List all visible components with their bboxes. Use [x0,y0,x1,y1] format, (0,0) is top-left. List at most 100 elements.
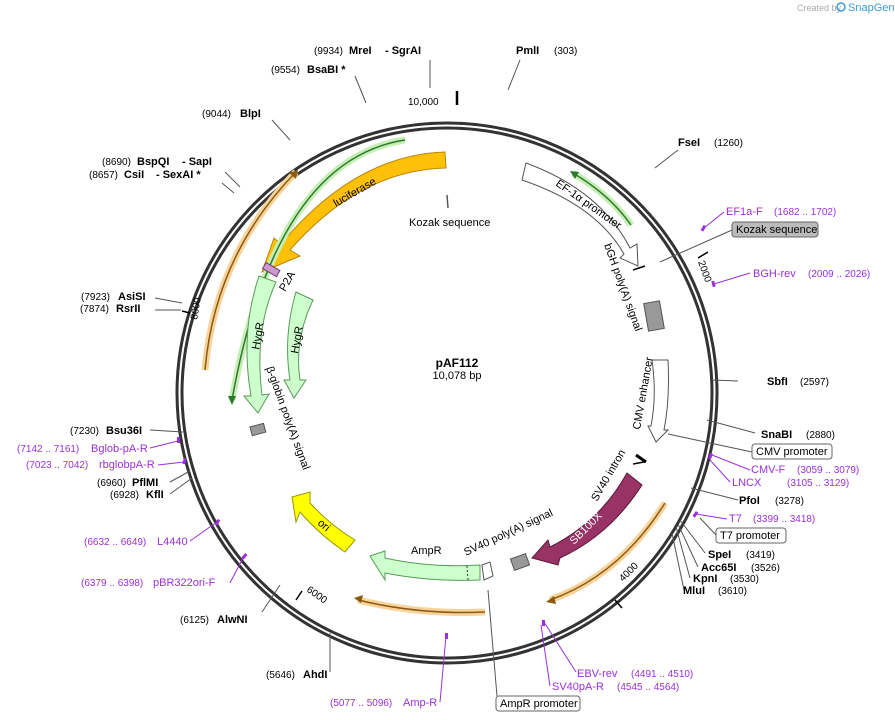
ampr-translation-arc [354,595,486,616]
svg-text:BsaBI *: BsaBI * [307,64,346,76]
feature-hygr-small[interactable]: HygR [283,291,314,399]
site-pfoi[interactable]: PfoI (3278) [739,495,804,507]
primer-rbglobpa-r[interactable]: (7023 .. 7042) rbglobpA-R [26,459,155,471]
feature-cmv-enhancer[interactable]: CMV enhancer [631,356,670,443]
backbone-inner-ring [180,126,714,660]
primer-sv40pa-r[interactable]: SV40pA-R (4545 .. 4564) [552,681,679,693]
site-sbfi[interactable]: SbfI (2597) [767,376,829,388]
site-blpi[interactable]: (9044) BlpI [202,108,261,120]
tick-6000: 6000 [295,584,329,606]
feature-luciferase[interactable]: luciferase [261,151,447,273]
tick-8000: 8000 [181,296,204,321]
ampr-promoter-box-leader [487,589,498,697]
svg-text:(6960): (6960) [97,478,126,489]
svg-text:(6632 .. 6649): (6632 .. 6649) [84,537,146,548]
primer-leader-lines [149,211,751,703]
svg-text:T7 promoter: T7 promoter [720,530,780,542]
svg-text:PfoI: PfoI [739,495,760,507]
kozak-box-leader [659,229,733,263]
site-ahdi[interactable]: (5646) AhdI [266,669,327,681]
cmv-box-leader [667,433,753,453]
svg-text:L4440: L4440 [157,536,188,548]
tick-2000: 2000 [695,251,713,284]
svg-text:(6379 .. 6398): (6379 .. 6398) [81,578,143,589]
svg-text:AlwNI: AlwNI [217,614,248,626]
ef1a-primer-arc [570,169,634,228]
svg-text:FseI: FseI [678,137,700,149]
svg-text:- SexAI *: - SexAI * [156,169,201,181]
svg-text:HygR: HygR [250,321,267,350]
site-snabi[interactable]: SnaBI (2880) [761,429,835,441]
bgh-small-mark [632,265,646,271]
primer-amp-r[interactable]: (5077 .. 5096) Amp-R [330,697,437,709]
svg-text:MluI: MluI [683,585,705,597]
site-bspqi-sapi[interactable]: (8690) BspQI - SapI [102,156,212,168]
svg-text:(3278): (3278) [775,496,804,507]
svg-text:SbfI: SbfI [767,376,788,388]
svg-text:CsiI: CsiI [124,169,144,181]
site-kfli[interactable]: (6928) KflI [110,489,164,501]
site-bsabi[interactable]: (9554) BsaBI * [271,64,346,76]
primer-bglob-pa-r[interactable]: (7142 .. 7161) Bglob-pA-R [17,443,148,455]
primer-t7[interactable]: T7 (3399 .. 3418) [729,513,815,525]
site-mlui[interactable]: MluI (3610) [683,585,747,597]
feature-hygr-large[interactable]: HygR [242,275,277,414]
box-ampr-promoter[interactable]: AmpR promoter [495,695,581,712]
svg-text:- SgrAI: - SgrAI [385,45,421,57]
box-cmv-promoter[interactable]: CMV promoter [751,443,833,460]
site-pmli[interactable]: PmlI (303) [516,45,577,57]
svg-text:(3399 .. 3418): (3399 .. 3418) [753,514,815,525]
site-asisi[interactable]: (7923) AsiSI [81,291,146,303]
primer-ef1a-f[interactable]: EF1a-F (1682 .. 1702) [726,206,836,218]
svg-text:CMV promoter: CMV promoter [756,446,828,458]
svg-text:AmpR promoter: AmpR promoter [500,698,578,710]
svg-text:2000: 2000 [695,259,713,284]
svg-text:pBR322ori-F: pBR322ori-F [153,577,216,589]
plasmid-length: 10,078 bp [433,370,482,382]
svg-text:(7230): (7230) [70,426,99,437]
snapgene-brand: SnapGene [848,2,895,14]
svg-text:(9934): (9934) [314,46,343,57]
box-t7-promoter[interactable]: T7 promoter [715,527,787,544]
primer-ebv-rev[interactable]: EBV-rev (4491 .. 4510) [577,668,693,680]
svg-text:(3059 .. 3079): (3059 .. 3079) [797,465,859,476]
site-rsrii[interactable]: (7874) RsrII [80,303,140,315]
primer-lncx[interactable]: LNCX (3105 .. 3129) [732,477,849,489]
backbone-outer-ring [175,121,719,665]
feature-ampr[interactable]: AmpR [369,545,481,582]
feature-kozak-sequence[interactable]: Kozak sequence [409,194,490,229]
svg-text:Acc65I: Acc65I [701,562,736,574]
svg-text:6000: 6000 [304,584,329,606]
site-fsei[interactable]: FseI (1260) [678,137,743,149]
site-bsu36i[interactable]: (7230) Bsu36I [70,425,142,437]
svg-text:- SapI: - SapI [182,156,212,168]
svg-text:EBV-rev: EBV-rev [577,668,618,680]
site-acc65i[interactable]: Acc65I (3526) [701,562,780,574]
svg-text:(3419): (3419) [746,550,775,561]
svg-text:Amp-R: Amp-R [403,697,437,709]
svg-text:(4491 .. 4510): (4491 .. 4510) [631,669,693,680]
site-kpni[interactable]: KpnI (3530) [693,573,759,585]
svg-text:KflI: KflI [146,489,164,501]
svg-text:Bglob-pA-R: Bglob-pA-R [91,443,148,455]
svg-text:HygR: HygR [289,325,306,354]
primer-pbr322ori-f[interactable]: (6379 .. 6398) pBR322ori-F [81,577,216,589]
svg-text:10,000: 10,000 [408,97,439,108]
svg-text:BspQI: BspQI [137,156,169,168]
primer-cmv-f[interactable]: CMV-F (3059 .. 3079) [751,464,859,476]
svg-text:P2A: P2A [277,269,298,294]
svg-text:(9554): (9554) [271,65,300,76]
site-mrei-sgrai[interactable]: (9934) MreI - SgrAI [314,45,421,57]
box-kozak-sequence[interactable]: Kozak sequence [731,221,819,238]
svg-text:CMV-F: CMV-F [751,464,786,476]
feature-ori[interactable]: ori [291,491,356,553]
site-csii-sexai[interactable]: (8657) CsiI - SexAI * [89,169,201,181]
site-spei[interactable]: SpeI (3419) [708,549,775,561]
svg-text:LNCX: LNCX [732,477,762,489]
site-pflmi[interactable]: (6960) PflMI [97,477,158,489]
primer-l4440[interactable]: (6632 .. 6649) L4440 [84,536,188,548]
primer-bgh-rev[interactable]: BGH-rev (2009 .. 2026) [753,268,870,280]
sb100x-translation-arc [546,501,668,604]
site-alwni[interactable]: (6125) AlwNI [180,614,248,626]
svg-text:Bsu36I: Bsu36I [106,425,142,437]
